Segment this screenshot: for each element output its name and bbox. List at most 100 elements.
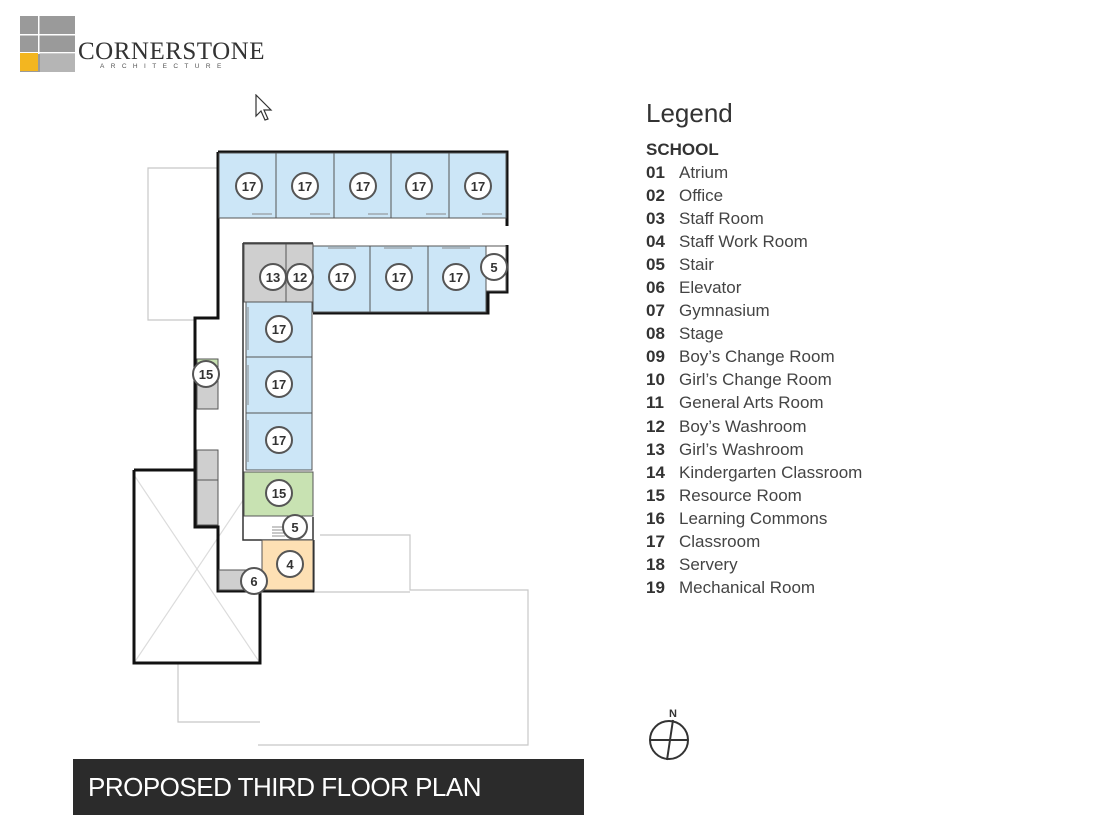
legend-item-label: Office xyxy=(679,186,724,206)
svg-text:13: 13 xyxy=(266,270,280,285)
svg-text:17: 17 xyxy=(449,270,463,285)
legend-item: 14 Kindergarten Classroom xyxy=(646,461,862,484)
svg-text:17: 17 xyxy=(412,179,426,194)
legend-item-label: Atrium xyxy=(679,163,729,182)
room-service xyxy=(196,449,219,481)
legend-item: 12 Boy’s Washroom xyxy=(646,415,862,438)
logo-subtitle: ARCHITECTURE xyxy=(100,63,228,70)
legend-item: 04 Staff Work Room xyxy=(646,230,862,253)
room-label: 13 xyxy=(259,263,287,291)
legend-item-label: General Arts Room xyxy=(679,393,824,413)
svg-text:17: 17 xyxy=(392,270,406,285)
floor-plan: 17 17 17 17 17 13 12 17 xyxy=(132,150,529,746)
legend-section: SCHOOL xyxy=(646,140,719,159)
svg-text:17: 17 xyxy=(272,322,286,337)
room-label: 17 xyxy=(291,172,319,200)
plan-title: PROPOSED THIRD FLOOR PLAN xyxy=(73,759,584,815)
svg-text:17: 17 xyxy=(272,433,286,448)
legend-item-label: Staff Room xyxy=(679,209,764,229)
legend-item-number: 03 xyxy=(646,209,665,229)
top-row-classrooms xyxy=(218,152,507,219)
legend-item-number: 08 xyxy=(646,324,665,344)
room-label: 5 xyxy=(480,253,508,281)
legend-item-label: Girl’s Washroom xyxy=(679,439,804,459)
room-label: 15 xyxy=(192,360,220,388)
legend-item-number: 05 xyxy=(646,255,665,275)
svg-text:17: 17 xyxy=(272,377,286,392)
room-label: 17 xyxy=(385,263,413,291)
legend-item: 07 Gymnasium xyxy=(646,299,862,322)
legend-title: Legend xyxy=(646,98,733,128)
room-label: 17 xyxy=(442,263,470,291)
north-arrow: N xyxy=(647,706,691,762)
legend-item-number: 16 xyxy=(646,508,665,528)
legend-item: 18 Servery xyxy=(646,553,862,576)
svg-text:15: 15 xyxy=(199,367,213,382)
logo-mark-icon xyxy=(20,16,75,72)
legend-item: 11 General Arts Room xyxy=(646,391,862,414)
legend-item-number: 06 xyxy=(646,278,665,298)
room-label: 17 xyxy=(328,263,356,291)
legend-item-label: Kindergarten Classroom xyxy=(679,462,863,482)
legend-item: 05 Stair xyxy=(646,253,862,276)
room-label: 17 xyxy=(235,172,263,200)
legend-item-label: Boy’s Washroom xyxy=(679,416,807,436)
svg-text:6: 6 xyxy=(250,574,257,589)
building-walls xyxy=(132,150,509,665)
legend-item: 13 Girl’s Washroom xyxy=(646,438,862,461)
svg-text:17: 17 xyxy=(298,179,312,194)
room-label: 17 xyxy=(405,172,433,200)
room-label: 15 xyxy=(265,479,293,507)
svg-text:17: 17 xyxy=(471,179,485,194)
svg-text:4: 4 xyxy=(286,557,294,572)
legend-item-number: 10 xyxy=(646,370,665,390)
legend-item-label: Gymnasium xyxy=(679,301,770,321)
legend-item: 06 Elevator xyxy=(646,276,862,299)
svg-text:5: 5 xyxy=(291,520,298,535)
room-label: 17 xyxy=(265,370,293,398)
legend-item-number: 13 xyxy=(646,439,665,459)
mouse-cursor-icon xyxy=(255,94,273,121)
legend-item-label: Mechanical Room xyxy=(679,577,816,597)
legend-item-label: Boy’s Change Room xyxy=(679,347,835,367)
legend-item-number: 19 xyxy=(646,577,665,597)
legend-items: 01 Atrium 02 Office 03 Staff Room 04 Staff Work… xyxy=(646,161,862,599)
legend-item-number: 12 xyxy=(646,416,665,436)
room-label: 17 xyxy=(265,426,293,454)
legend-item-label: Stair xyxy=(679,255,714,275)
legend-item-number: 15 xyxy=(646,485,665,505)
legend: Legend SCHOOL 01 Atrium 02 Office 03 Staff Ro… xyxy=(646,98,862,599)
legend-item-label: Resource Room xyxy=(679,485,802,505)
legend-item: 08 Stage xyxy=(646,322,862,345)
legend-item-label: Staff Work Room xyxy=(679,232,808,252)
legend-item-number: 11 xyxy=(646,393,664,413)
legend-item-number: 04 xyxy=(646,232,665,252)
legend-item: 02 Office xyxy=(646,184,862,207)
room-label: 5 xyxy=(282,514,308,540)
svg-text:17: 17 xyxy=(242,179,256,194)
legend-item: 03 Staff Room xyxy=(646,207,862,230)
legend-item: 15 Resource Room xyxy=(646,484,862,507)
legend-item-number: 01 xyxy=(646,163,665,182)
legend-item: 19 Mechanical Room xyxy=(646,576,862,599)
legend-item: 10 Girl’s Change Room xyxy=(646,368,862,391)
legend-item-label: Elevator xyxy=(679,278,742,298)
legend-item-label: Girl’s Change Room xyxy=(679,370,832,390)
legend-item-number: 14 xyxy=(646,462,665,482)
compass-icon: N xyxy=(649,708,689,761)
legend-item-label: Classroom xyxy=(679,531,761,551)
svg-text:N: N xyxy=(669,708,677,720)
legend-item-label: Stage xyxy=(679,324,724,344)
legend-item-number: 07 xyxy=(646,301,665,321)
room-label: 17 xyxy=(349,172,377,200)
legend-item: 01 Atrium xyxy=(646,161,862,184)
svg-text:12: 12 xyxy=(293,270,307,285)
room-service xyxy=(196,479,219,526)
legend-item-number: 02 xyxy=(646,186,665,206)
legend-item-number: 18 xyxy=(646,554,665,574)
svg-text:5: 5 xyxy=(490,260,497,275)
legend-item-label: Servery xyxy=(679,554,738,574)
